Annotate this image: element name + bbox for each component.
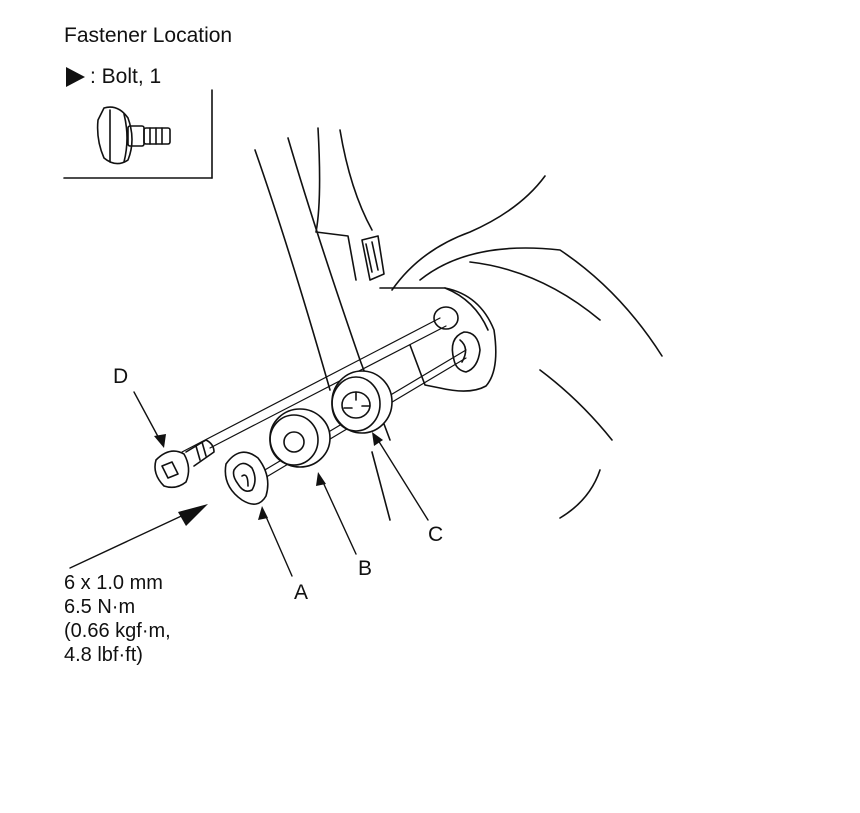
spec-torque-lbfft: 4.8 lbf·ft) [64, 644, 143, 666]
leader-lines [69, 391, 429, 577]
seat-frame [254, 127, 663, 521]
legend-row: : Bolt, 1 [64, 65, 161, 89]
legend-label: : Bolt, 1 [90, 65, 162, 88]
callout-d: D [113, 365, 129, 388]
legend-bolt-icon [96, 106, 171, 165]
spec-torque-kgfm: (0.66 kgf·m, [64, 620, 171, 642]
alignment-lines [181, 317, 467, 487]
spec-torque-nm: 6.5 N·m [64, 596, 136, 618]
page-title: Fastener Location [64, 24, 233, 47]
legend-frame [63, 89, 213, 179]
washer-c [331, 370, 393, 434]
washer-a [224, 451, 269, 505]
bolt-d [154, 439, 215, 489]
callout-c: C [428, 523, 444, 546]
callout-a: A [294, 581, 309, 604]
washer-b [269, 408, 331, 468]
triangle-arrow-icon [66, 67, 85, 87]
callout-b: B [358, 557, 373, 580]
torque-spec: 6 x 1.0 mm 6.5 N·m (0.66 kgf·m, 4.8 lbf·… [64, 571, 171, 667]
arrowheads [154, 432, 383, 526]
spec-size: 6 x 1.0 mm [64, 572, 163, 594]
